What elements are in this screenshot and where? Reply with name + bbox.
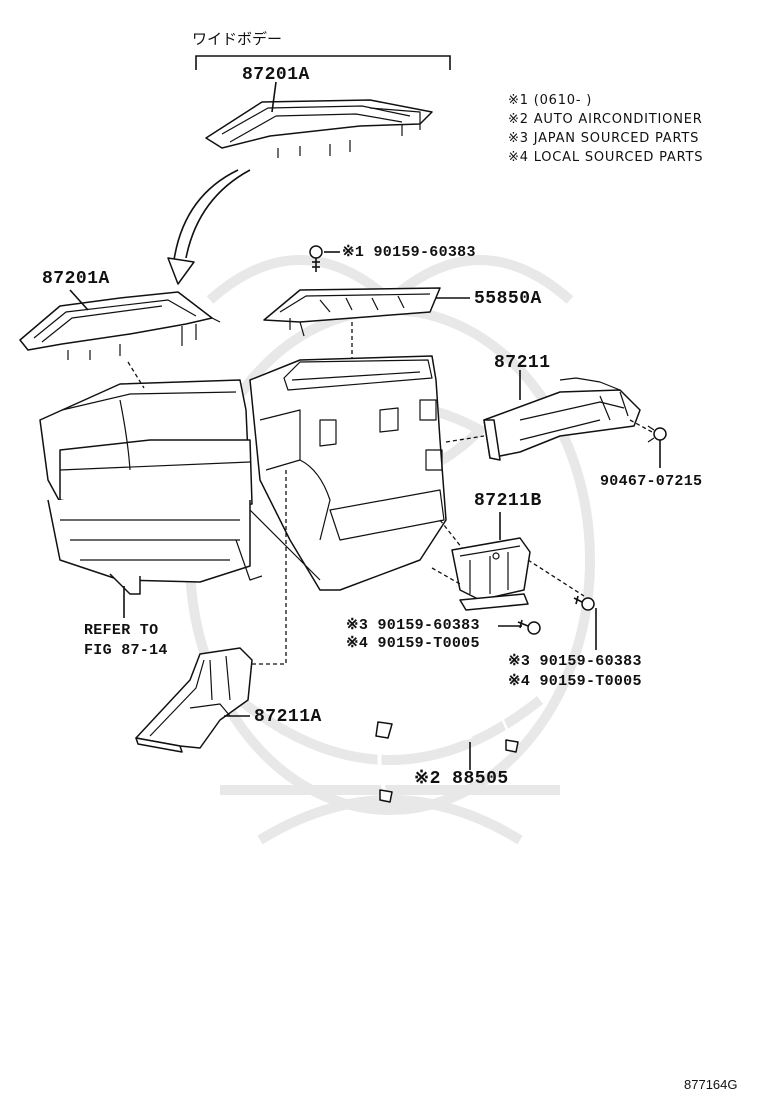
note-3: ※3 JAPAN SOURCED PARTS xyxy=(508,131,700,146)
part-label-88505[interactable]: ※2 88505 xyxy=(414,769,509,789)
part-87201a-wide xyxy=(205,99,433,158)
part-87211a xyxy=(135,647,253,753)
part-label-87211[interactable]: 87211 xyxy=(494,353,551,373)
screw-right xyxy=(573,595,595,611)
note-1: ※1 (0610- ) xyxy=(508,93,593,108)
screw-mid xyxy=(517,619,541,635)
wide-body-label: ワイドボデー xyxy=(192,30,283,48)
part-88505 xyxy=(375,710,519,803)
dash-87201a-to-unit xyxy=(127,361,145,389)
part-87211b xyxy=(451,537,531,611)
screw-top xyxy=(309,245,323,272)
note-4: ※4 LOCAL SOURCED PARTS xyxy=(508,150,704,165)
refer-line-1: REFER TO xyxy=(84,622,159,639)
part-label-87211a[interactable]: 87211A xyxy=(254,707,322,727)
part-label-screw-right-3[interactable]: ※3 90159-60383 xyxy=(508,653,642,670)
move-arrow xyxy=(167,169,251,285)
leader-87201a-left xyxy=(69,289,89,311)
note-2: ※2 AUTO AIRCONDITIONER xyxy=(508,112,703,127)
part-label-87201a-top[interactable]: 87201A xyxy=(242,65,310,85)
clip-90467 xyxy=(647,425,667,443)
part-label-55850a[interactable]: 55850A xyxy=(474,289,542,309)
part-label-87211b[interactable]: 87211B xyxy=(474,491,542,511)
dash-87211b-lower xyxy=(431,567,461,585)
heater-unit-assembly xyxy=(39,355,447,595)
refer-line-2[interactable]: FIG 87-14 xyxy=(84,642,168,659)
part-label-screw-top[interactable]: ※1 90159-60383 xyxy=(342,244,476,261)
part-87211 xyxy=(483,377,641,461)
dash-87211b-left xyxy=(439,519,463,549)
part-label-90467[interactable]: 90467-07215 xyxy=(600,473,703,490)
part-label-87201a-left[interactable]: 87201A xyxy=(42,269,110,289)
figure-code: 877164G xyxy=(684,1077,738,1092)
wide-body-bracket xyxy=(195,55,451,70)
part-55850a xyxy=(263,287,441,337)
dash-87211b-right xyxy=(527,559,585,597)
part-87201a xyxy=(19,291,221,360)
part-label-screw-mid-4[interactable]: ※4 90159-T0005 xyxy=(346,635,480,652)
part-label-screw-right-4[interactable]: ※4 90159-T0005 xyxy=(508,673,642,690)
leader-87201a-top xyxy=(271,81,277,113)
part-label-screw-mid-3[interactable]: ※3 90159-60383 xyxy=(346,617,480,634)
